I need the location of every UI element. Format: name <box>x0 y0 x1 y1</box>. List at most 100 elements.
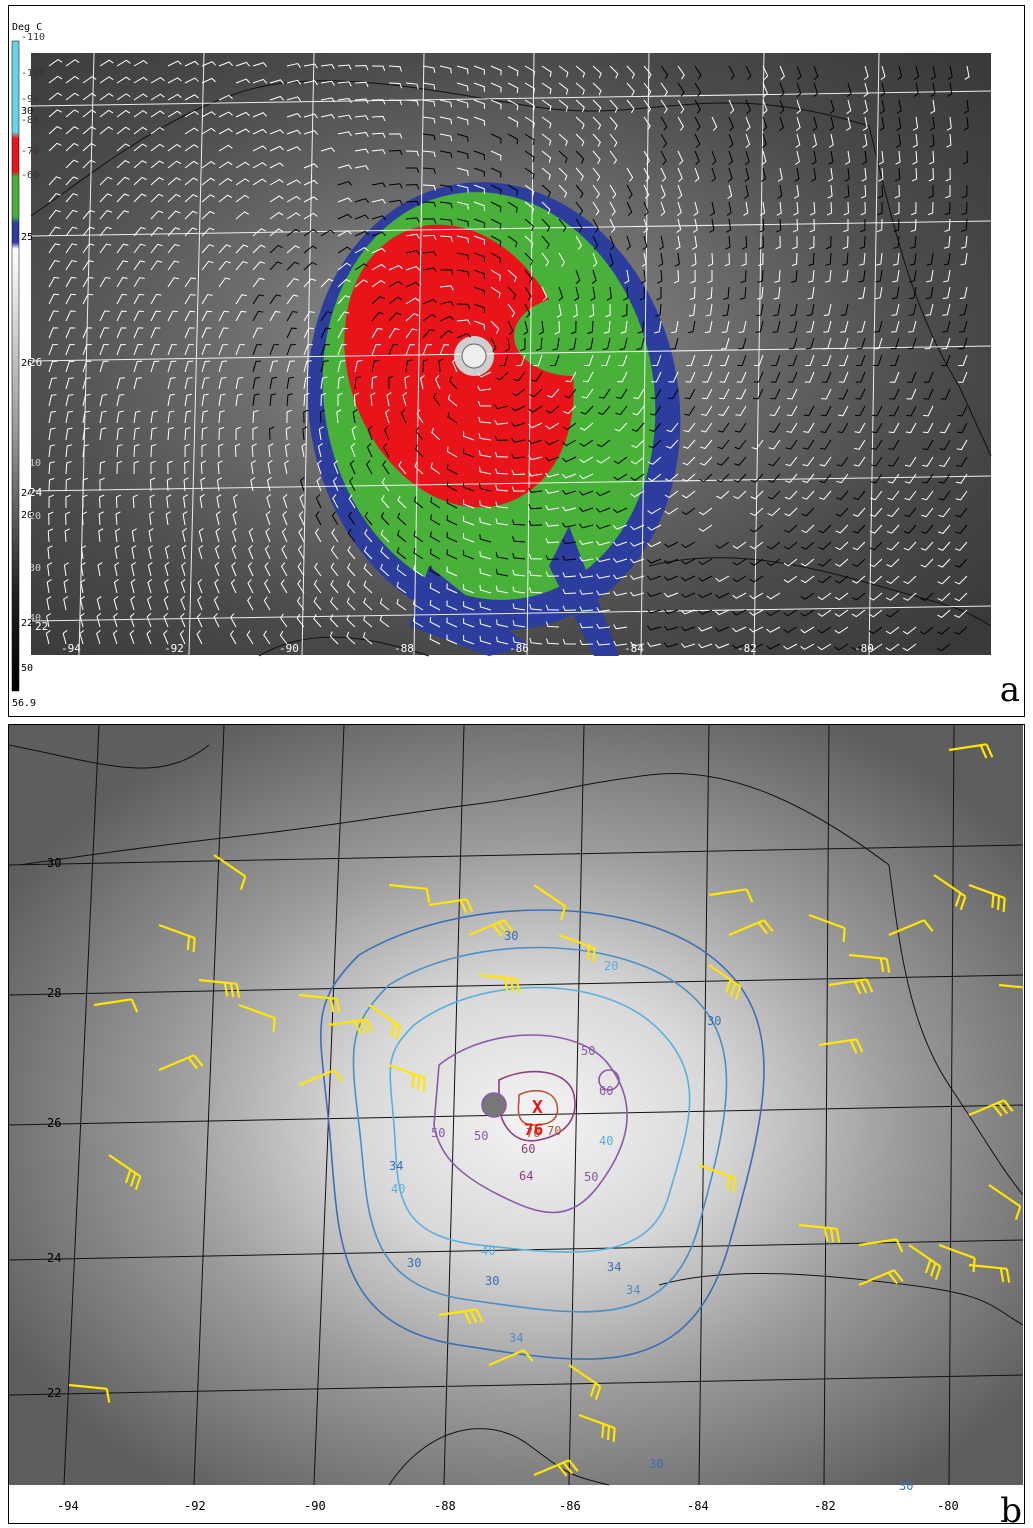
wind-barb <box>643 167 650 182</box>
wind-barb <box>887 507 900 518</box>
wind-barb <box>473 286 485 296</box>
wind-barb <box>680 626 696 632</box>
wind-barb <box>286 409 292 424</box>
wind-barb <box>720 337 730 350</box>
wind-barb <box>878 150 884 165</box>
wind-barb <box>920 558 934 568</box>
wind-barb <box>431 427 441 441</box>
wind-barb <box>800 626 815 634</box>
wind-barb <box>779 99 785 115</box>
wind-barb <box>873 337 883 350</box>
overlay-number: 10 <box>29 458 41 469</box>
wind-barb <box>863 65 869 81</box>
wind-barb <box>649 422 662 433</box>
wind-barb <box>96 613 102 628</box>
wind-barb <box>494 435 509 441</box>
wind-barb <box>770 388 781 400</box>
wind-barb <box>643 82 652 97</box>
lat-label: 28 <box>47 986 61 1000</box>
wind-barb <box>379 598 390 611</box>
wind-barb <box>112 629 118 645</box>
wind-barb <box>766 626 781 633</box>
wind-barb <box>664 507 679 515</box>
wind-barb <box>727 167 733 183</box>
wind-barb <box>303 360 312 373</box>
wind-barb <box>779 116 784 132</box>
wind-barb <box>907 337 917 350</box>
wind-barb <box>48 209 61 220</box>
wind-barb <box>268 443 274 458</box>
wind-barb <box>381 495 390 509</box>
wind-barb <box>184 177 199 186</box>
wind-barb <box>286 129 302 135</box>
wind-barb <box>150 210 164 220</box>
wind-barb <box>687 320 696 334</box>
wind-barb <box>666 422 679 433</box>
wind-barb <box>736 371 747 383</box>
wind-barb <box>906 405 917 417</box>
wind-barb <box>698 507 713 516</box>
wind-barb <box>545 554 560 561</box>
wind-barb <box>48 58 63 67</box>
wind-barb <box>149 511 155 526</box>
wind-barb <box>397 530 407 543</box>
wind-barb <box>354 148 369 154</box>
wind-barb <box>733 490 747 500</box>
wind-barb <box>862 116 868 131</box>
lat-label: 26 <box>29 356 42 369</box>
wind-barb <box>163 630 169 645</box>
wind-barb <box>851 592 866 601</box>
wind-barb <box>838 371 849 383</box>
wind-barb <box>354 230 369 237</box>
wind-barb <box>478 433 492 441</box>
wind-barb <box>957 371 968 383</box>
wind-barb <box>887 456 900 467</box>
wind-barb <box>296 613 305 628</box>
wind-barb <box>252 112 267 118</box>
wind-barb <box>129 629 135 645</box>
wind-barb <box>150 460 156 475</box>
wind-barb <box>750 507 764 516</box>
wind-barb <box>558 99 569 112</box>
wind-barb <box>379 615 390 628</box>
wind-barb <box>414 461 424 475</box>
wind-barb <box>419 375 425 390</box>
wind-barb <box>388 65 402 72</box>
wind-barb <box>320 392 327 407</box>
wind-barb <box>116 293 128 305</box>
wind-barb <box>167 143 182 152</box>
wind-barb <box>753 388 764 400</box>
wind-barb <box>596 439 611 448</box>
wind-barb <box>545 422 560 430</box>
wind-barb <box>346 597 356 611</box>
contour-60 <box>498 1070 576 1142</box>
wind-barb <box>252 244 266 254</box>
wind-barb <box>648 456 662 465</box>
wind-barb <box>266 493 272 509</box>
wind-barb <box>631 439 645 449</box>
contour-label: 34 <box>626 1283 640 1297</box>
wind-barb <box>670 337 679 350</box>
wind-barb <box>660 133 668 148</box>
wind-barb <box>371 375 378 390</box>
wind-barb <box>880 82 886 97</box>
wind-barb <box>858 1269 904 1287</box>
wind-barb <box>337 278 351 288</box>
wind-barb <box>890 337 900 350</box>
wind-barb <box>116 176 130 186</box>
wind-barb <box>800 643 815 651</box>
wind-barb <box>777 184 783 199</box>
wind-barb <box>647 524 662 531</box>
wind-barb <box>65 377 74 390</box>
wind-barb <box>299 494 305 509</box>
wind-barb <box>404 375 410 390</box>
wind-barb <box>353 392 360 407</box>
wind-barb <box>82 126 97 135</box>
wind-barb <box>116 210 130 220</box>
panel-a-image: Deg C -110-100-90-80-70-6030252624202250… <box>11 22 992 709</box>
wind-barb <box>725 235 731 250</box>
wind-barb <box>947 65 953 80</box>
wind-barb <box>885 626 900 635</box>
wind-barb <box>783 609 798 617</box>
wind-barb <box>759 218 765 233</box>
